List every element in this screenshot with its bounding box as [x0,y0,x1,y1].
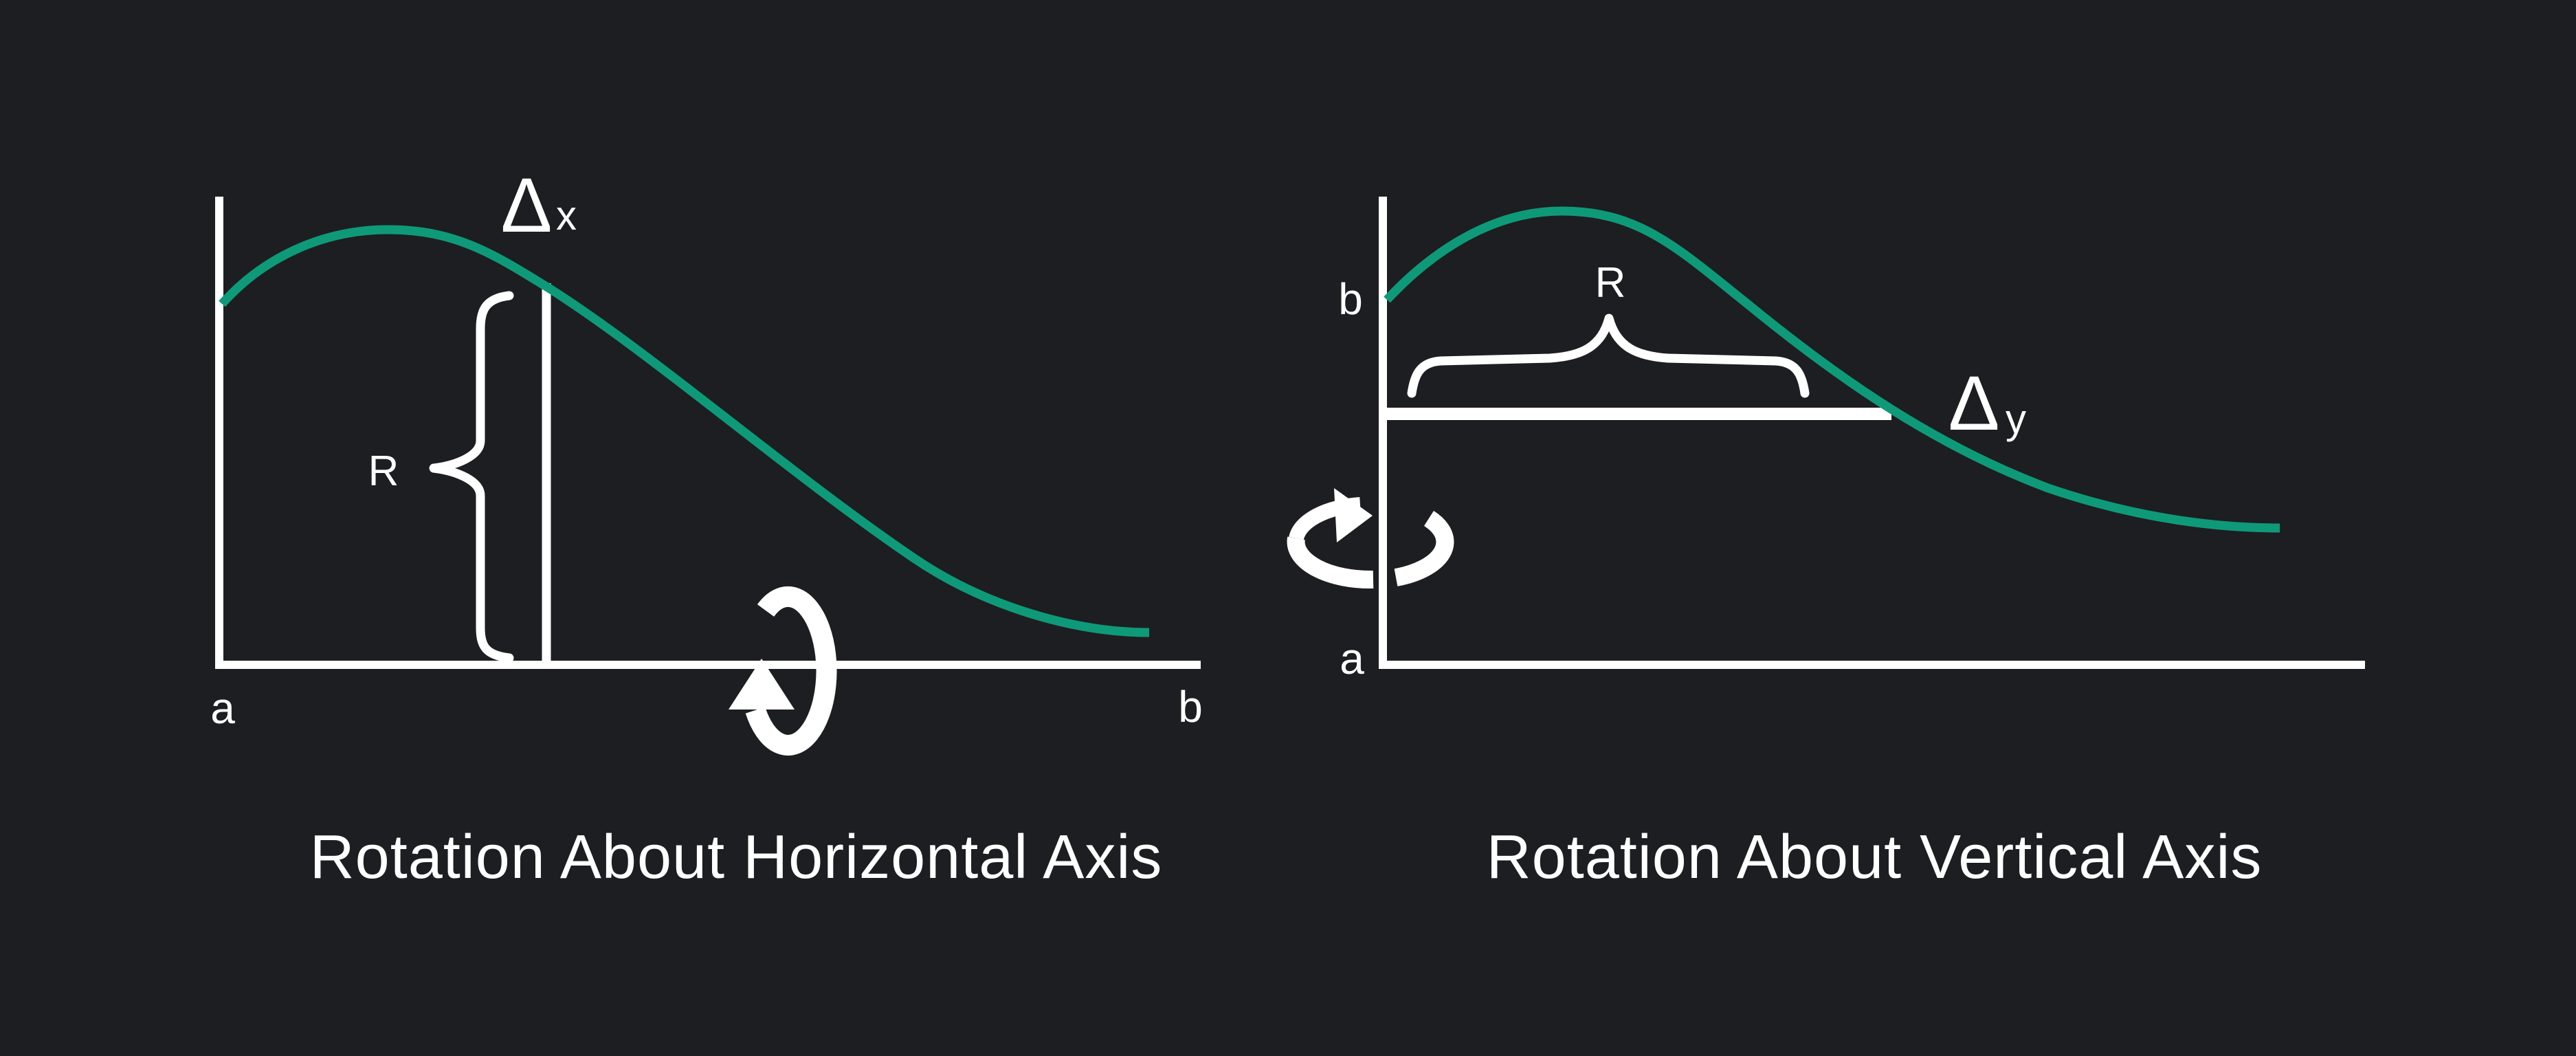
left-figure-title: Rotation About Horizontal Axis [310,823,1163,892]
delta-x-subscript: x [556,192,577,239]
right-axis-b-label: b [1338,274,1363,324]
right-radius-brace [1407,314,1810,398]
vertical-rotation-icon [1287,488,1454,589]
delta-y-symbol: Δ [1948,360,2000,446]
vertical-rotation-icon-band-right [1394,511,1454,586]
left-axis-a-label: a [210,683,235,733]
right-figure-title: Rotation About Vertical Axis [1487,823,2263,892]
left-radius-brace [429,291,514,663]
horizontal-rotation-icon-arrowhead [729,659,795,710]
right-axis-a-label: a [1340,634,1364,683]
horizontal-rotation-icon-loop [745,586,837,756]
vertical-rotation-icon-band-left [1287,536,1374,589]
horizontal-rotation-icon [729,586,837,756]
left-radius-label: R [368,448,399,495]
right-function-curve [1384,206,2280,533]
figure-horizontal-rotation: Δ x R a b Rotation About Horizontal Axis [210,162,1203,892]
figure-vertical-rotation: R Δ y b a Rotation About Vertical Axis [1287,197,2365,892]
left-axis-b-label: b [1178,682,1203,732]
delta-y-subscript: y [2006,396,2026,442]
vertical-rotation-icon-arrowhead [1334,488,1373,542]
right-radius-label: R [1595,259,1626,307]
delta-x-symbol: Δ [501,162,553,248]
left-function-curve [219,225,1150,637]
